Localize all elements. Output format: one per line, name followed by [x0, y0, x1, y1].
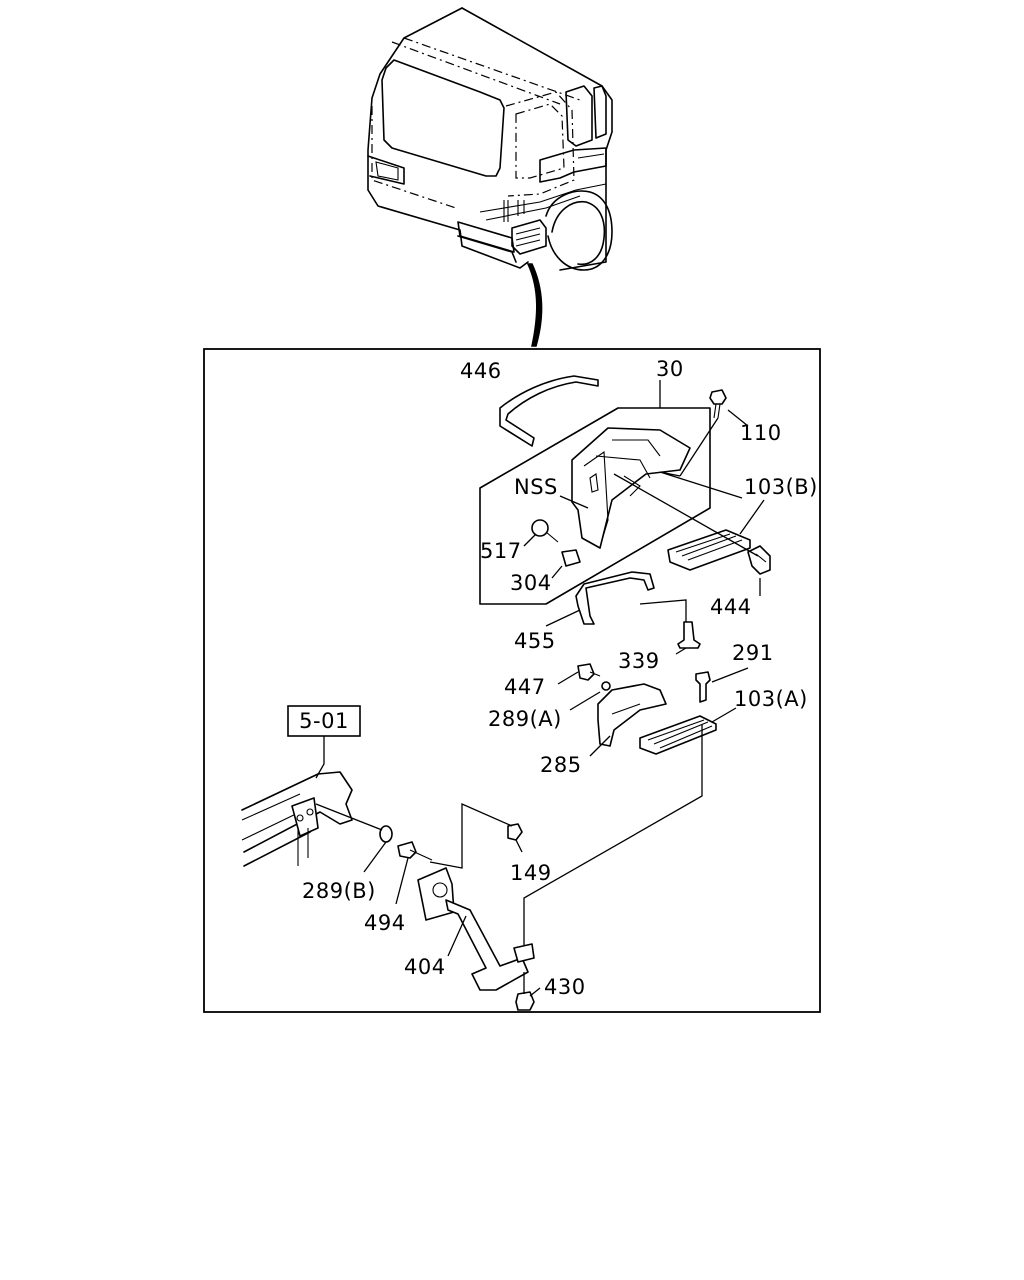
label-103a: 103(A) [734, 687, 808, 711]
label-103b: 103(B) [744, 475, 818, 499]
detail-pointer-arrow [526, 263, 543, 347]
part-494-bolt [397, 841, 433, 861]
label-404: 404 [404, 955, 446, 979]
leader-lines [315, 380, 765, 997]
label-289b: 289(B) [302, 879, 376, 903]
label-304: 304 [510, 571, 552, 595]
part-304-clip [561, 549, 581, 567]
label-30: 30 [656, 357, 684, 381]
part-444-bolt [747, 545, 771, 575]
part-289a-washer [601, 681, 611, 691]
label-447: 447 [504, 675, 546, 699]
label-110: 110 [740, 421, 782, 445]
part-30-bracket [571, 427, 691, 549]
part-289b-washer [379, 825, 393, 843]
label-289a: 289(A) [488, 707, 562, 731]
label-339: 339 [618, 649, 660, 673]
label-494: 494 [364, 911, 406, 935]
label-430: 430 [544, 975, 586, 999]
part-404-step-arm [417, 867, 535, 991]
part-149-nut [507, 823, 523, 841]
label-nss: NSS [514, 475, 558, 499]
truck-cab-overview [367, 7, 613, 271]
reference-box-label: 5-01 [299, 709, 349, 733]
label-455: 455 [514, 629, 556, 653]
part-430-nut [515, 991, 535, 1011]
part-291-bolt [695, 671, 711, 703]
part-447-screw [577, 663, 601, 681]
label-285: 285 [540, 753, 582, 777]
reference-box-5-01: 5-01 [287, 705, 361, 737]
part-103b-step-pad [667, 529, 751, 571]
assembly-30-outline [479, 407, 711, 605]
part-339-pin [677, 621, 701, 649]
label-446: 446 [460, 359, 502, 383]
part-110-screw [709, 389, 727, 419]
label-517: 517 [480, 539, 522, 563]
label-444: 444 [710, 595, 752, 619]
part-103a-step-pad [639, 715, 717, 755]
part-labels: 446 30 110 103(B) NSS 517 304 444 455 33… [302, 357, 818, 999]
detail-frame [203, 348, 821, 1013]
label-291: 291 [732, 641, 774, 665]
part-285-bracket [597, 683, 667, 747]
label-149: 149 [510, 861, 552, 885]
part-446-rod [499, 375, 599, 447]
part-517-clip [531, 519, 559, 543]
frame-member [241, 771, 353, 867]
part-455-bracket [575, 571, 655, 625]
